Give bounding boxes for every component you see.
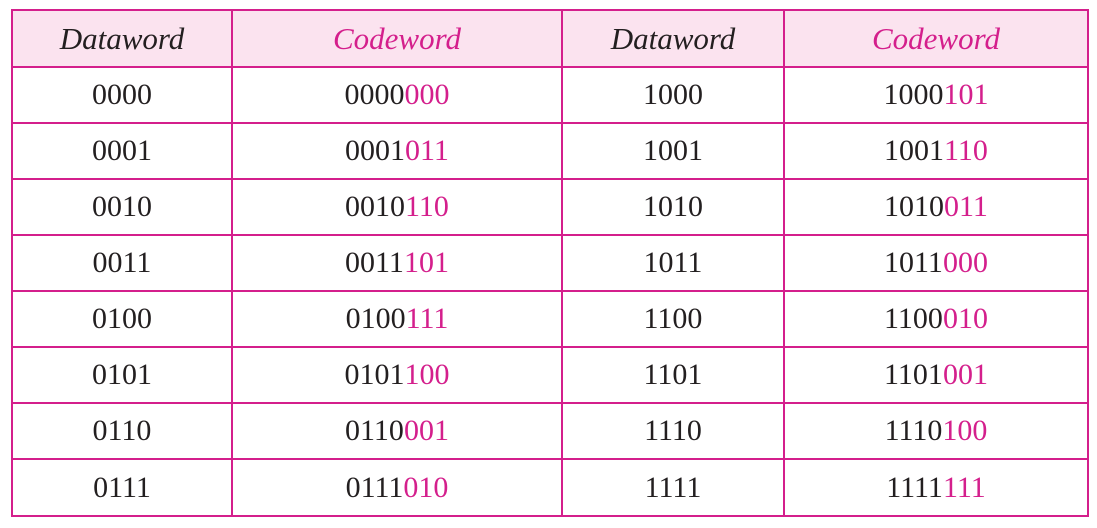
dataword-cell-right: 1101 xyxy=(563,348,785,404)
codeword-parity-bits: 010 xyxy=(942,302,988,335)
codeword-data-bits: 0000 xyxy=(344,78,405,111)
dataword-cell-left: 0100 xyxy=(13,292,233,348)
codeword-parity-bits: 000 xyxy=(942,246,988,279)
codeword-parity-bits: 110 xyxy=(944,134,988,167)
codeword-data-bits: 1111 xyxy=(886,471,943,504)
codeword-data-bits: 0101 xyxy=(344,358,405,391)
codeword-parity-bits: 001 xyxy=(403,414,449,447)
codeword-parity-bits: 010 xyxy=(403,471,449,504)
header-codeword-right: Codeword xyxy=(785,11,1087,68)
dataword-cell-right: 1000 xyxy=(563,68,785,124)
codeword-data-bits: 0011 xyxy=(345,246,404,279)
dataword-cell-right: 1110 xyxy=(563,404,785,460)
codeword-data-bits: 0111 xyxy=(345,471,404,504)
header-dataword-left: Dataword xyxy=(13,11,233,68)
dataword-cell-right: 1010 xyxy=(563,180,785,236)
dataword-cell-left: 0111 xyxy=(13,460,233,516)
codeword-data-bits: 0010 xyxy=(345,190,406,223)
codeword-parity-bits: 000 xyxy=(404,78,450,111)
dataword-cell-right: 1100 xyxy=(563,292,785,348)
codeword-data-bits: 0001 xyxy=(345,134,406,167)
codeword-data-bits: 1010 xyxy=(884,190,945,223)
codeword-parity-bits: 001 xyxy=(942,358,988,391)
header-codeword-left: Codeword xyxy=(233,11,563,68)
codeword-data-bits: 1011 xyxy=(884,246,943,279)
codeword-parity-bits: 100 xyxy=(942,414,988,447)
codeword-data-bits: 0100 xyxy=(345,302,406,335)
codeword-parity-bits: 100 xyxy=(404,358,450,391)
dataword-cell-left: 0001 xyxy=(13,124,233,180)
codeword-table: Dataword Codeword Dataword Codeword 0000… xyxy=(11,9,1089,517)
codeword-parity-bits: 110 xyxy=(405,190,449,223)
codeword-parity-bits: 101 xyxy=(943,78,989,111)
codeword-parity-bits: 101 xyxy=(403,246,449,279)
codeword-parity-bits: 111 xyxy=(405,302,449,335)
dataword-cell-right: 1011 xyxy=(563,236,785,292)
codeword-parity-bits: 011 xyxy=(405,134,449,167)
dataword-cell-left: 0101 xyxy=(13,348,233,404)
codeword-data-bits: 1000 xyxy=(883,78,944,111)
dataword-cell-right: 1111 xyxy=(563,460,785,516)
dataword-cell-left: 0011 xyxy=(13,236,233,292)
codeword-table-grid: Dataword Codeword Dataword Codeword 0000… xyxy=(13,11,1087,516)
dataword-cell-left: 0010 xyxy=(13,180,233,236)
codeword-parity-bits: 111 xyxy=(942,471,986,504)
codeword-data-bits: 1001 xyxy=(884,134,945,167)
codeword-data-bits: 1101 xyxy=(884,358,943,391)
codeword-data-bits: 1110 xyxy=(884,414,943,447)
dataword-cell-left: 0110 xyxy=(13,404,233,460)
codeword-data-bits: 0110 xyxy=(345,414,404,447)
dataword-cell-right: 1001 xyxy=(563,124,785,180)
codeword-data-bits: 1100 xyxy=(884,302,943,335)
codeword-parity-bits: 011 xyxy=(944,190,988,223)
header-dataword-right: Dataword xyxy=(563,11,785,68)
dataword-cell-left: 0000 xyxy=(13,68,233,124)
